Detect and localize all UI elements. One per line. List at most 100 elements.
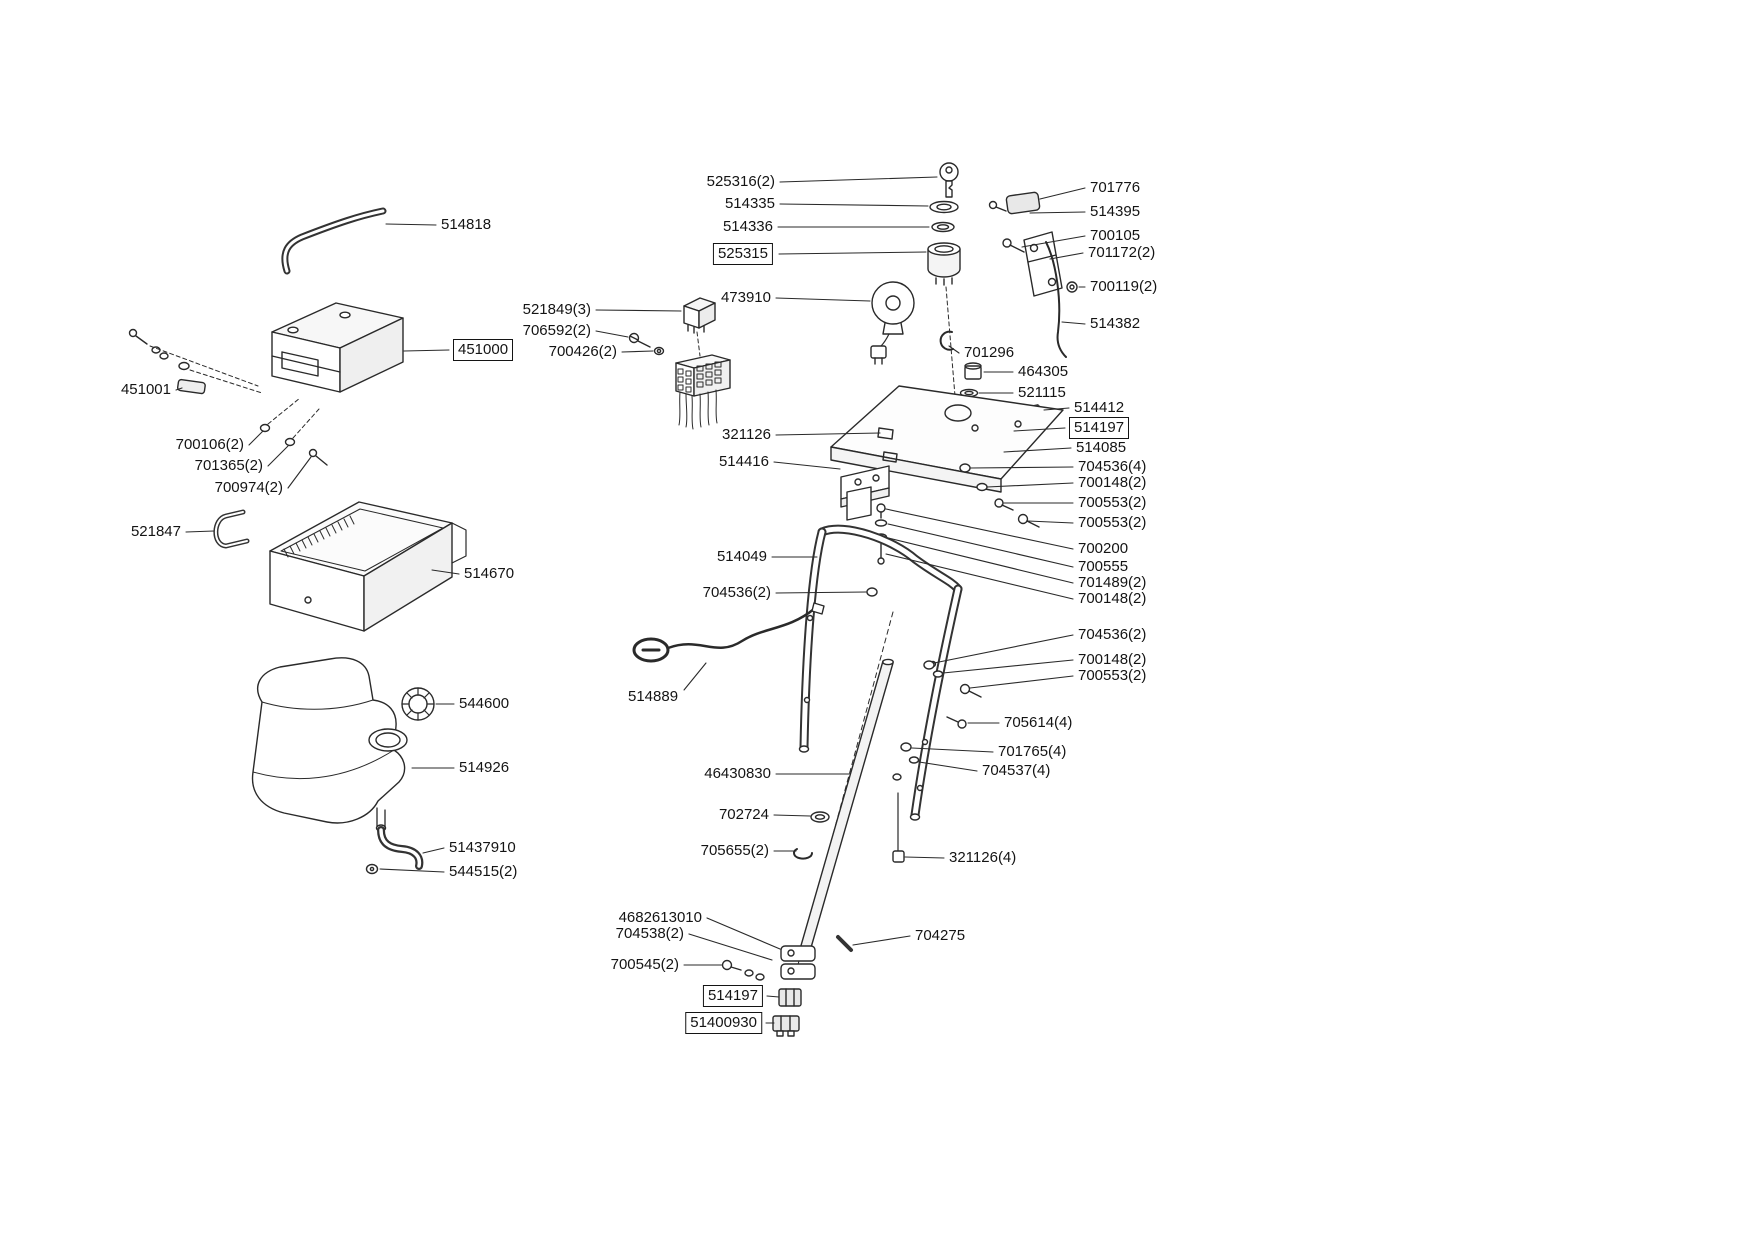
dash-panel-illustration (830, 385, 1064, 493)
leader-line (706, 917, 781, 950)
leader-line (942, 659, 1074, 674)
leader-lines (175, 176, 1086, 1024)
leader-line (918, 761, 978, 772)
column-clamp-illustration (780, 945, 816, 980)
part-label-514395: 514395 (1089, 203, 1142, 221)
cable-clip-illustration (892, 792, 905, 863)
part-label-7045374: 704537(4) (981, 762, 1052, 780)
leader-line (766, 995, 780, 998)
part-label-7001062: 700106(2) (174, 436, 245, 454)
part-label-464305: 464305 (1017, 363, 1070, 381)
bracket-fasteners-illustration (874, 503, 888, 565)
part-label-451000: 451000 (453, 339, 514, 361)
switch-washer-illustration (931, 221, 955, 233)
part-label-702724: 702724 (717, 806, 770, 824)
leader-line (1013, 427, 1066, 432)
battery-screws-illustration (259, 397, 328, 466)
leader-line (775, 432, 881, 436)
retainer-clip-illustration (213, 509, 250, 549)
horn-illustration (870, 281, 915, 365)
part-label-514926: 514926 (458, 759, 511, 777)
part-label-5445152: 544515(2) (448, 863, 519, 881)
leader-line (1029, 211, 1086, 214)
part-label-7045362: 704536(2) (701, 584, 772, 602)
switch-nut-illustration (929, 200, 959, 214)
leader-line (887, 537, 1074, 584)
leader-line (969, 466, 1074, 469)
leader-line (969, 675, 1074, 689)
ignition-key-illustration (939, 162, 959, 198)
leader-line (885, 508, 1074, 550)
part-label-7001482: 700148(2) (1077, 651, 1148, 669)
frame-fasteners-lower-illustration (892, 716, 967, 781)
part-label-7004262: 700426(2) (547, 343, 618, 361)
leader-line (175, 387, 183, 391)
leader-line (621, 350, 654, 353)
leader-line (1039, 187, 1086, 200)
part-label-7014892: 701489(2) (1077, 574, 1148, 592)
part-label-7056552: 705655(2) (699, 842, 770, 860)
part-label-7001482: 700148(2) (1077, 474, 1148, 492)
leader-line (1003, 447, 1072, 453)
part-label-525315: 525315 (712, 243, 773, 265)
leader-line (1061, 321, 1086, 325)
support-bracket-illustration (840, 465, 890, 521)
leader-line (379, 868, 445, 873)
part-label-514670: 514670 (463, 565, 516, 583)
part-label-473910: 473910 (719, 289, 772, 307)
leader-line (267, 445, 289, 467)
part-label-700555: 700555 (1077, 558, 1130, 576)
part-label-46430830: 46430830 (703, 765, 772, 783)
leader-line (775, 591, 867, 594)
leader-line (595, 309, 682, 312)
leader-line (185, 530, 215, 533)
battery-hardware-illustration (128, 328, 263, 395)
part-label-514197: 514197 (1069, 417, 1130, 439)
part-label-7011722: 701172(2) (1087, 244, 1157, 262)
part-label-51437910: 51437910 (448, 839, 517, 857)
leader-line (1043, 407, 1070, 411)
relay-screw-illustration (628, 332, 665, 356)
leader-line (911, 747, 994, 753)
part-label-514336: 514336 (721, 218, 774, 236)
battery-box-illustration (269, 501, 467, 632)
part-label-700200: 700200 (1077, 540, 1130, 558)
leader-line (775, 297, 871, 302)
part-label-7013652: 701365(2) (193, 457, 264, 475)
leader-line (852, 935, 911, 946)
ground-cable-illustration (632, 602, 825, 663)
part-label-3211264: 321126(4) (948, 849, 1018, 867)
leader-line (683, 662, 707, 691)
part-label-51400930: 51400930 (685, 1012, 762, 1034)
part-label-514335: 514335 (723, 195, 776, 213)
part-label-321126: 321126 (721, 426, 772, 444)
leader-line (1027, 520, 1074, 524)
leader-line (287, 456, 312, 489)
leader-line (779, 176, 938, 183)
part-label-701296: 701296 (963, 344, 1016, 362)
leader-line (885, 553, 1074, 600)
part-label-514382: 514382 (1089, 315, 1142, 333)
snap-ring-illustration (939, 330, 954, 351)
leader-line (688, 933, 773, 961)
part-label-451001: 451001 (119, 381, 172, 399)
leader-line (779, 203, 929, 207)
part-label-7045382: 704538(2) (614, 925, 685, 943)
part-label-704275: 704275 (914, 927, 967, 945)
leader-line (778, 251, 927, 255)
part-label-7001482: 700148(2) (1077, 590, 1148, 608)
part-label-700105: 700105 (1089, 227, 1142, 245)
leader-line (422, 847, 445, 854)
clamp-screws-illustration (721, 959, 765, 981)
part-label-521847: 521847 (129, 523, 182, 541)
part-label-514412: 514412 (1073, 399, 1126, 417)
ignition-switch-illustration (927, 242, 961, 397)
part-label-5218493: 521849(3) (521, 301, 592, 319)
part-label-7005532: 700553(2) (1077, 667, 1148, 685)
part-label-7005532: 700553(2) (1077, 494, 1148, 512)
part-label-514085: 514085 (1075, 439, 1128, 457)
wire-connector-illustration (675, 354, 731, 430)
leader-line (904, 856, 945, 859)
